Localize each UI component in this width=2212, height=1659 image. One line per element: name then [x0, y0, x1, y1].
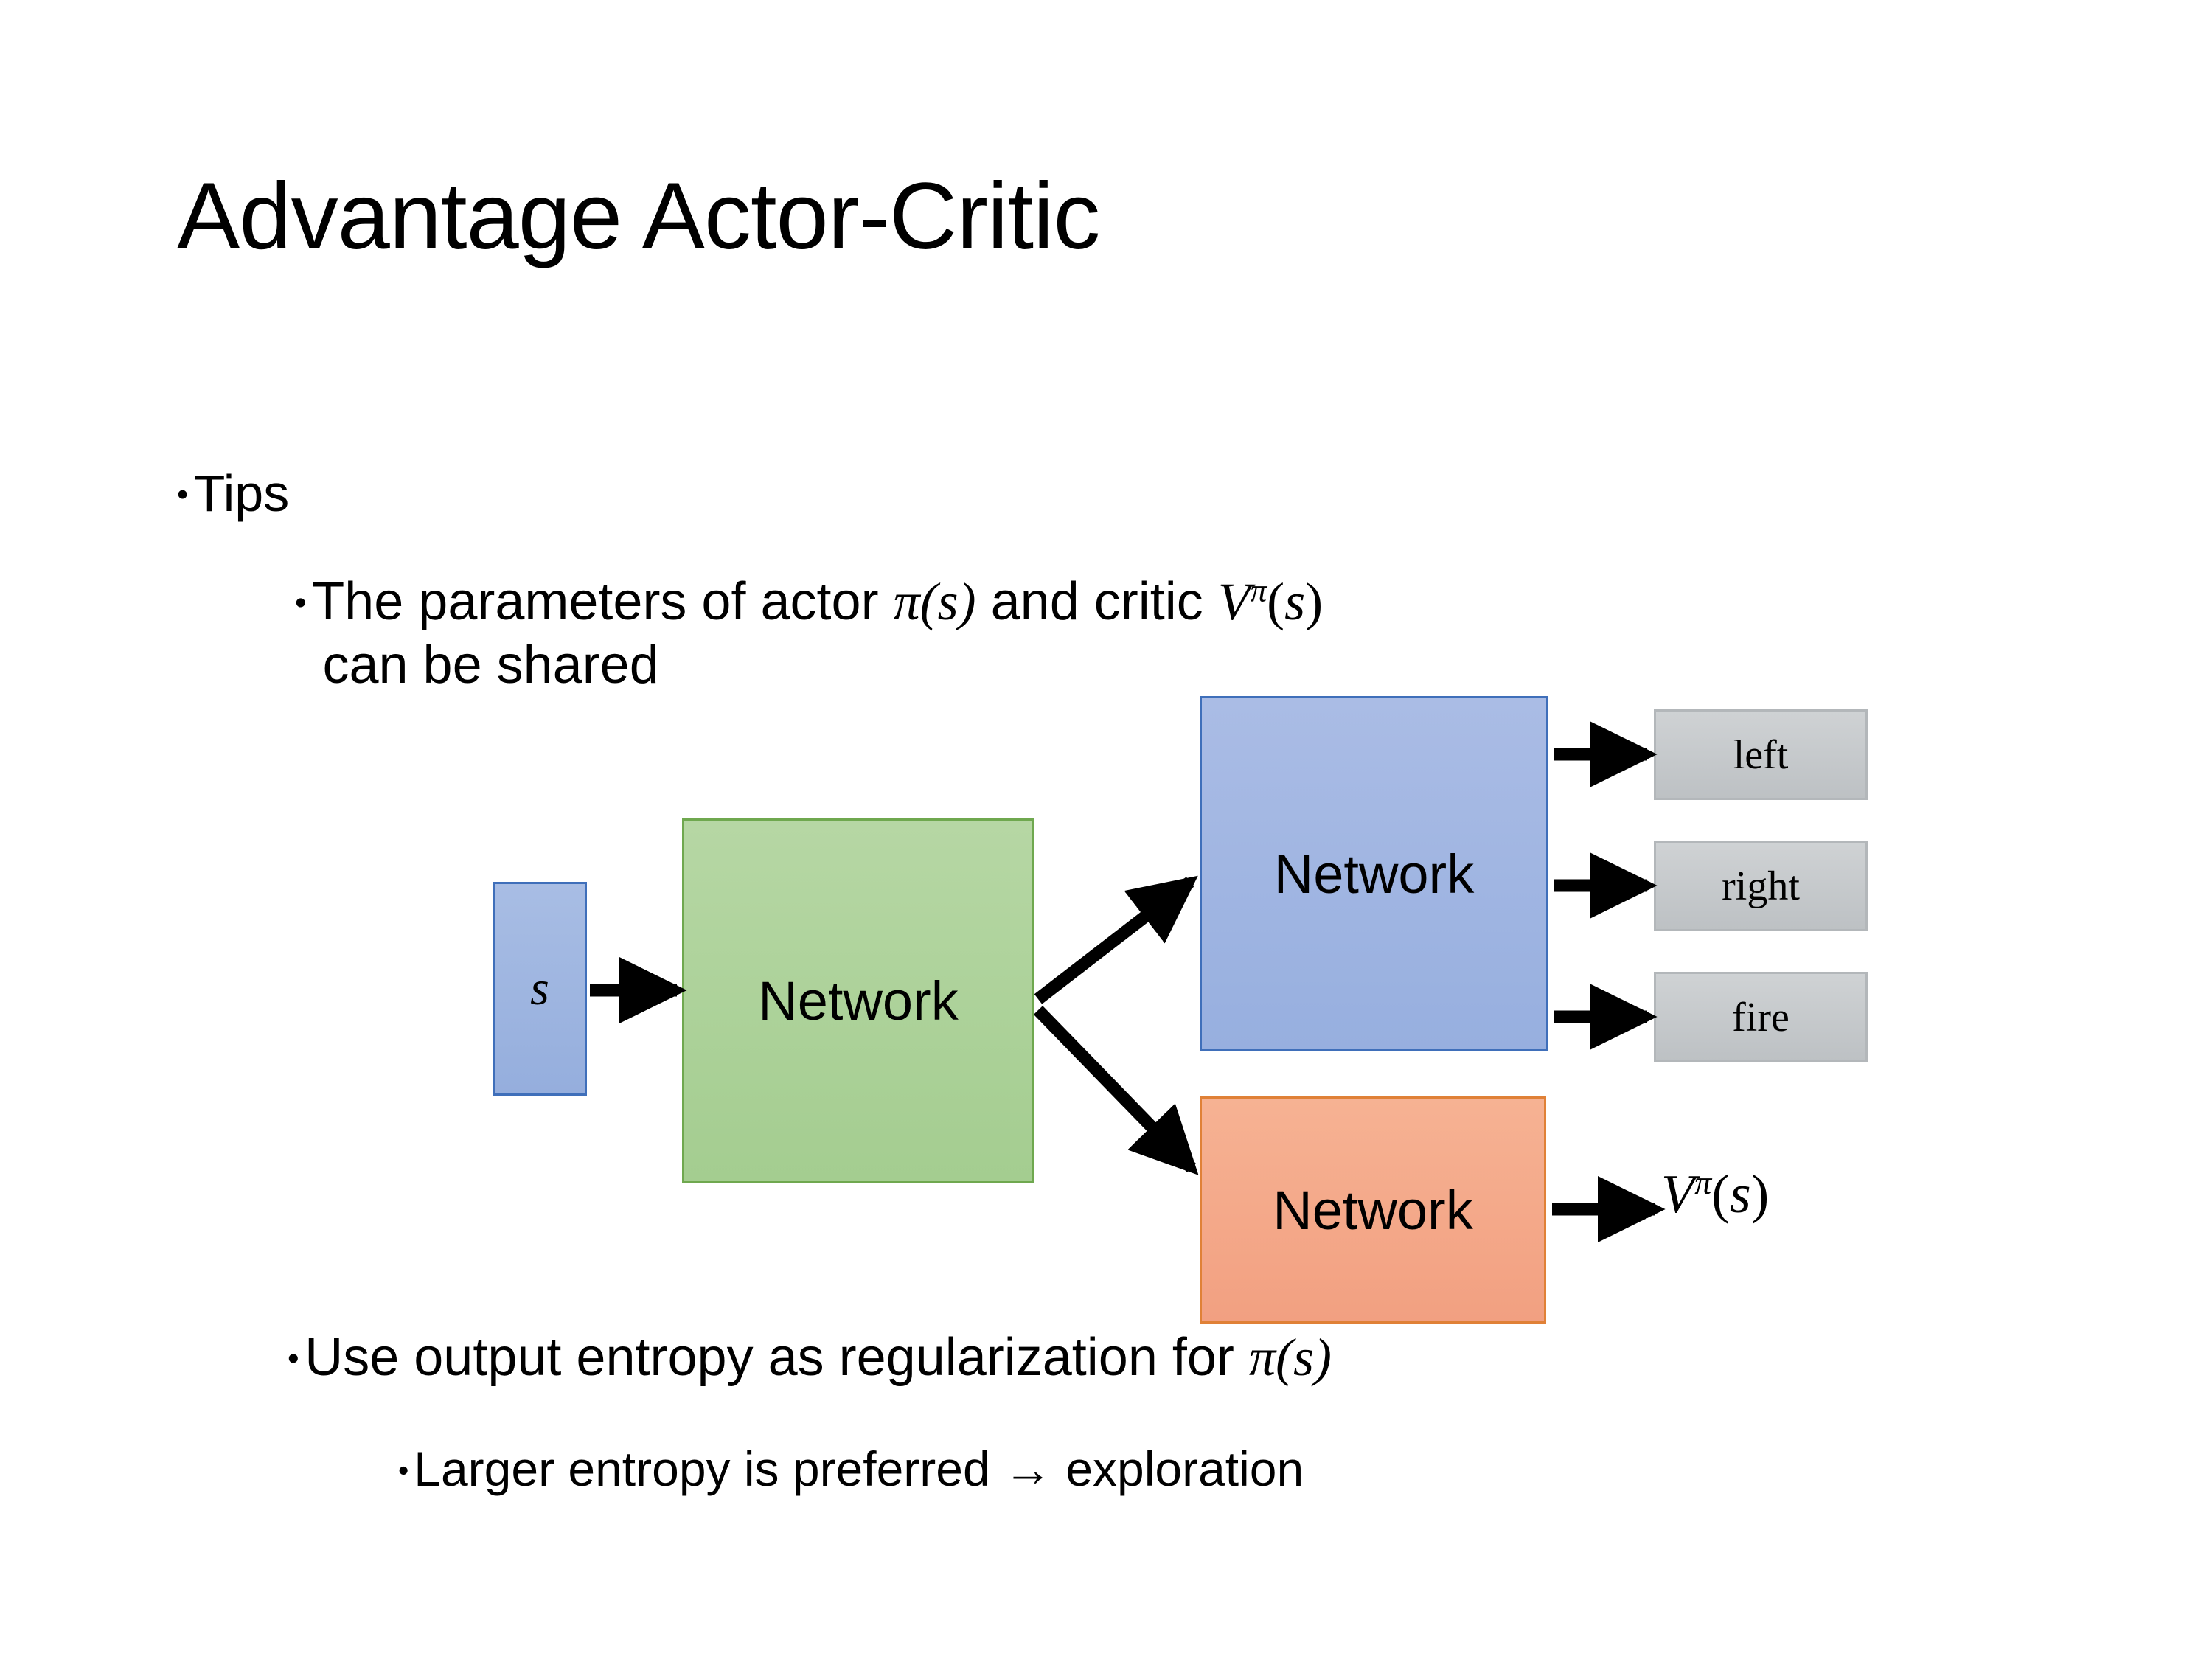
shared-network-label: Network: [758, 970, 959, 1032]
page-title: Advantage Actor-Critic: [177, 164, 1100, 269]
action-label-fire: fire: [1732, 994, 1790, 1040]
shared-text-line2: can be shared: [322, 636, 659, 695]
bullet-exploration: •Larger entropy is preferred → explorati…: [398, 1441, 1304, 1497]
entropy-text: Use output entropy as regularization for: [305, 1328, 1249, 1387]
action-box-fire: fire: [1654, 972, 1868, 1062]
action-label-right: right: [1722, 863, 1800, 909]
entropy-pi-close: ): [1314, 1328, 1332, 1387]
shared-text-pre: The parameters of actor: [312, 572, 894, 631]
critic-V-close: ): [1305, 572, 1324, 631]
bullet-tips-label: Tips: [193, 465, 290, 522]
actor-network-label: Network: [1273, 843, 1475, 905]
entropy-pi-arg: s: [1293, 1328, 1314, 1387]
critic-network-box: Network: [1200, 1096, 1546, 1324]
bullet-dot-icon: •: [177, 477, 189, 513]
bullet-dot-icon: •: [398, 1453, 409, 1487]
entropy-pi-symbol: π(: [1248, 1328, 1293, 1387]
actor-pi-close: ): [958, 572, 976, 631]
action-box-right: right: [1654, 841, 1868, 931]
bullet-entropy-regularization: •Use output entropy as regularization fo…: [288, 1327, 1332, 1388]
action-box-left: left: [1654, 709, 1868, 800]
critic-V-open: (: [1267, 572, 1285, 631]
actor-network-box: Network: [1200, 696, 1548, 1051]
critic-V-arg: s: [1284, 572, 1306, 631]
input-state-label: s: [530, 961, 549, 1015]
critic-V-symbol: V: [1217, 572, 1251, 631]
critic-output-open: (: [1711, 1164, 1730, 1225]
bullet-shared-parameters: •The parameters of actor π(s) and critic…: [295, 571, 2065, 695]
arrow-shared-to-actor: [1034, 875, 1198, 1004]
critic-V-superscript: π: [1250, 571, 1267, 609]
shared-text-mid: and critic: [975, 572, 1218, 631]
action-label-left: left: [1733, 731, 1789, 778]
critic-output-superscript: π: [1694, 1163, 1712, 1201]
actor-pi-symbol: π(: [893, 572, 938, 631]
bullet-dot-icon: •: [288, 1340, 299, 1377]
critic-output-label: Vπ(s): [1661, 1162, 1769, 1226]
bullet-dot-icon: •: [295, 584, 307, 621]
arrow-shared-to-critic: [1033, 1006, 1199, 1175]
critic-output-V: V: [1661, 1164, 1695, 1225]
exploration-text: Larger entropy is preferred → exploratio…: [414, 1441, 1304, 1496]
bullet-tips: •Tips: [177, 465, 289, 522]
critic-output-close: ): [1750, 1164, 1770, 1225]
input-state-box: s: [493, 882, 587, 1096]
critic-output-arg: s: [1729, 1164, 1751, 1225]
critic-network-label: Network: [1273, 1179, 1473, 1241]
shared-network-box: Network: [682, 818, 1034, 1183]
actor-pi-arg: s: [937, 572, 959, 631]
